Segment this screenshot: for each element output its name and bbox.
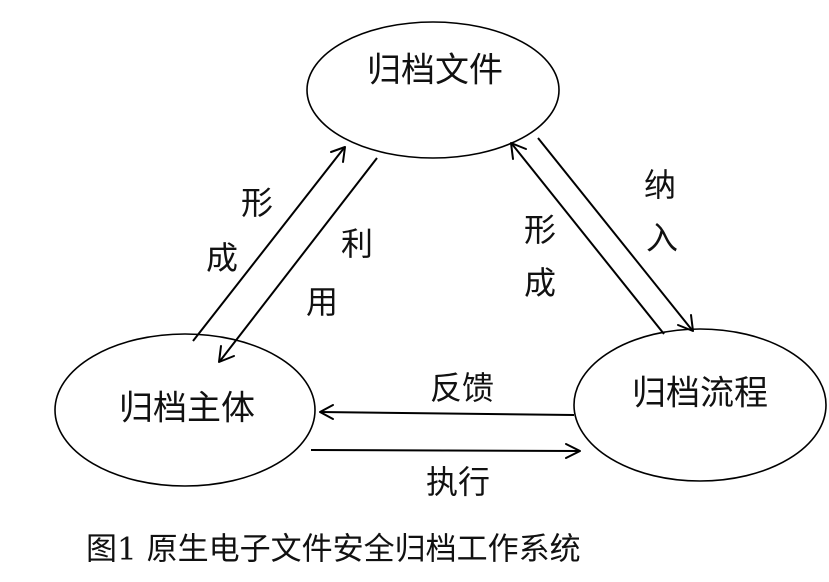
figure-caption: 图1 原生电子文件安全归档工作系统 [86,532,581,568]
edge-subject-to-files [192,146,346,342]
edge-process-to-files-line [511,143,665,335]
node-archive-files-label: 归档文件 [367,51,503,91]
node-archive-subject: 归档主体 [54,333,316,487]
edge-files-to-subject-arrowhead [218,345,235,363]
edge-files-to-process [537,137,694,332]
edge-process-to-files-arrowhead [510,142,527,160]
edge-label-files-to-subject-1: 利 [341,225,373,263]
node-archive-subject-label: 归档主体 [119,389,255,429]
node-archive-files-ellipse [306,21,560,159]
edge-label-subject-to-files-1: 形 [241,184,273,222]
node-archive-process: 归档流程 [573,328,827,482]
edge-subject-to-process [310,443,581,459]
edge-subject-to-files-line [192,147,345,342]
node-archive-process-ellipse [573,328,827,482]
node-archive-files: 归档文件 [306,21,560,159]
edge-label-process-to-files-2: 成 [524,264,556,302]
edge-process-to-subject [319,404,575,420]
edge-process-to-subject-line [319,411,575,416]
edge-subject-to-process-arrowhead [565,443,581,459]
edge-label-subject-to-files-2: 成 [206,239,238,277]
edge-label-files-to-subject-2: 用 [306,283,338,321]
edge-label-process-to-files-1: 形 [524,211,556,249]
node-archive-process-label: 归档流程 [632,374,768,414]
edge-subject-to-files-arrowhead [330,146,346,163]
edge-files-to-subject-line [219,157,378,362]
edge-label-files-to-process-1: 纳 [644,166,676,204]
edge-label-process-to-subject: 反馈 [430,369,494,407]
edge-files-to-subject [218,157,378,363]
edge-files-to-process-arrowhead [677,314,694,332]
edge-label-subject-to-process: 执行 [426,463,490,501]
edge-subject-to-process-line [310,449,581,452]
edge-files-to-process-line [537,137,693,331]
edge-label-files-to-process-2: 入 [646,219,678,257]
edge-process-to-subject-arrowhead [319,404,334,420]
node-archive-subject-ellipse [54,333,316,487]
edge-process-to-files [510,142,665,335]
